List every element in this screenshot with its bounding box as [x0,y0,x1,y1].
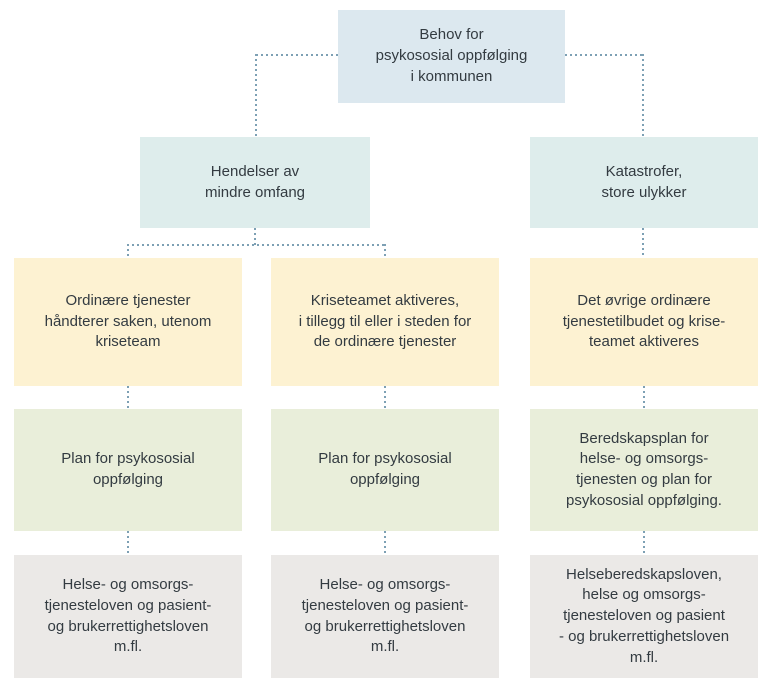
connector-minor-stem [254,228,256,246]
connector-root-to-minor-horizontal [256,54,338,56]
connector-major-stem [642,228,644,258]
connector-action3-to-plan3 [643,386,645,409]
node-law-health-care-1: Helse- og omsorgs- tjenesteloven og pasi… [14,555,242,678]
connector-action2-to-plan2 [384,386,386,409]
node-branch-disasters: Katastrofer, store ulykker [530,137,758,228]
connector-plan3-to-law3 [643,531,645,555]
node-action-crisis-team: Kriseteamet aktiveres, i tillegg til ell… [271,258,499,386]
connector-root-to-major-horizontal [565,54,643,56]
connector-plan2-to-law2 [384,531,386,555]
node-law-health-care-2: Helse- og omsorgs- tjenesteloven og pasi… [271,555,499,678]
node-action-ordinary-services: Ordinære tjenester håndterer saken, uten… [14,258,242,386]
connector-minor-drop-right [384,244,386,258]
connector-minor-drop-left [127,244,129,258]
node-plan-preparedness: Beredskapsplan for helse- og omsorgs- tj… [530,409,758,531]
connector-root-to-minor-vertical [255,54,257,137]
connector-action1-to-plan1 [127,386,129,409]
connector-minor-branch-horizontal [127,244,386,246]
node-action-services-and-crisis-team: Det øvrige ordinære tjenestetilbudet og … [530,258,758,386]
connector-plan1-to-law1 [127,531,129,555]
node-branch-minor-events: Hendelser av mindre omfang [140,137,370,228]
node-root-need: Behov for psykososial oppfølging i kommu… [338,10,565,103]
node-plan-psychosocial-1: Plan for psykososial oppfølging [14,409,242,531]
node-law-health-preparedness: Helseberedskapsloven, helse og omsorgs- … [530,555,758,678]
node-plan-psychosocial-2: Plan for psykososial oppfølging [271,409,499,531]
connector-root-to-major-vertical [642,54,644,137]
